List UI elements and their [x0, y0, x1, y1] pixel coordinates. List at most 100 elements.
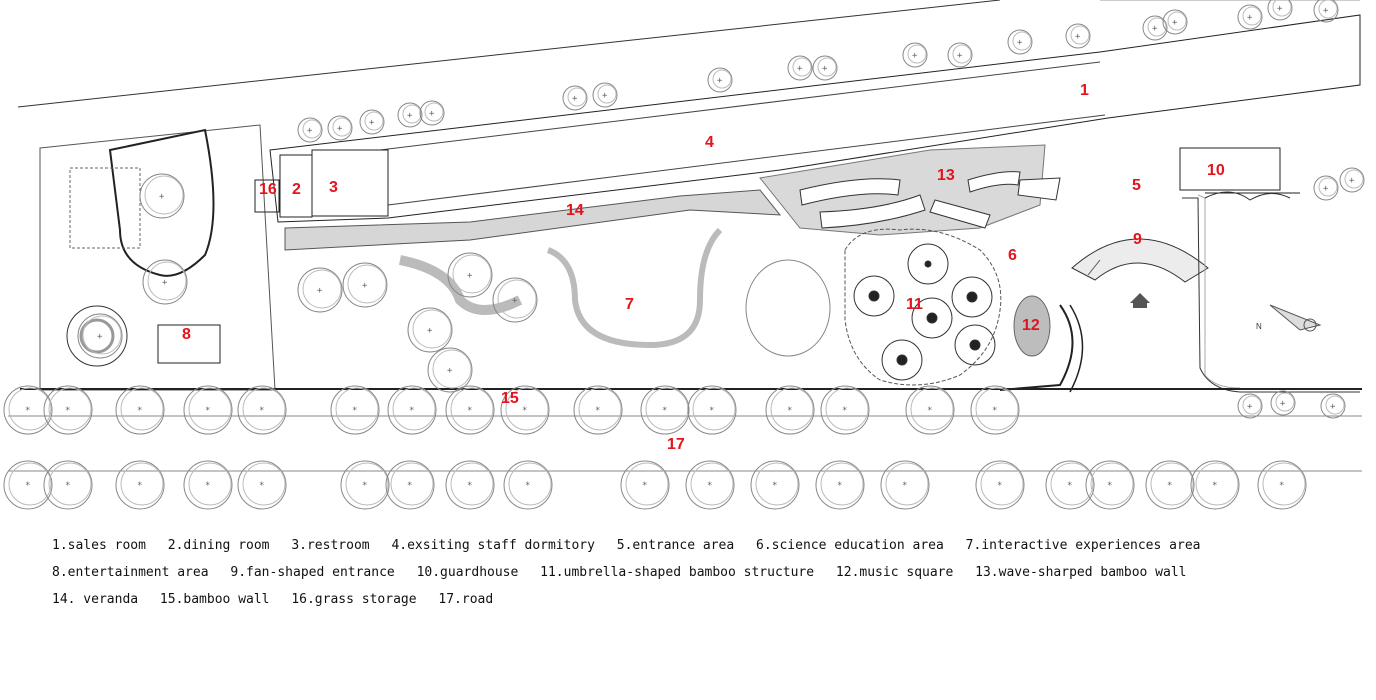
tree-mark: + [1349, 176, 1355, 186]
tree-canopy-inner [820, 462, 864, 506]
tree-canopy [1145, 460, 1195, 510]
tree-mark: * [787, 406, 792, 416]
tree-mark: * [65, 406, 70, 416]
tree-mark: * [65, 481, 70, 491]
tree-canopy [1190, 460, 1240, 510]
tree-mark: * [259, 406, 264, 416]
tree-canopy [562, 85, 588, 111]
tree-canopy [342, 262, 388, 308]
tree-canopy [1339, 167, 1365, 193]
tree-canopy-inner [690, 462, 734, 506]
tree-canopy-inner [82, 315, 122, 355]
tree-canopy-inner [1050, 462, 1094, 506]
tree-canopy-inner [505, 387, 549, 431]
label-6: 6 [1008, 247, 1017, 264]
tree-canopy [500, 385, 550, 435]
tree-mark: * [362, 481, 367, 491]
tree-canopy-inner [1147, 17, 1167, 37]
tree-mark: * [1167, 481, 1172, 491]
tree-canopy [330, 385, 380, 435]
tree-mark: + [717, 76, 723, 86]
tree-canopy-inner [332, 117, 352, 137]
tree-canopy [3, 385, 53, 435]
tree-canopy [1065, 23, 1091, 49]
tree-canopy-inner [1318, 177, 1338, 197]
tree-mark: * [1279, 481, 1284, 491]
tree-canopy [573, 385, 623, 435]
tree-mark: * [352, 406, 357, 416]
tree-canopy-inner [48, 462, 92, 506]
tree-canopy-inner [347, 264, 387, 304]
legend-item: 10.guardhouse [416, 565, 519, 580]
label-3: 3 [329, 179, 338, 196]
tree-canopy-inner [567, 87, 587, 107]
label-5: 5 [1132, 177, 1141, 194]
tree-canopy [947, 42, 973, 68]
tree-canopy-inner [1272, 0, 1292, 17]
legend-row-3: 14. veranda 15.bamboo wall 16.grass stor… [52, 592, 1352, 619]
tree-canopy [970, 385, 1020, 435]
tree-canopy-inner [450, 462, 494, 506]
tree-mark: * [709, 406, 714, 416]
legend-item: 13.wave-sharped bamboo wall [975, 565, 1187, 580]
tree-mark: * [842, 406, 847, 416]
tree-mark: * [837, 481, 842, 491]
tree-canopy-inner [452, 254, 492, 294]
tree-canopy-inner [1070, 25, 1090, 45]
tree-mark: + [1075, 32, 1081, 42]
tree-canopy-inner [450, 387, 494, 431]
tree-canopy-inner [8, 387, 52, 431]
tree-canopy [1270, 390, 1296, 416]
legend-item: 7.interactive experiences area [965, 538, 1201, 553]
tree-mark: + [307, 126, 313, 136]
tree-mark: + [957, 51, 963, 61]
umbrella-structures [844, 228, 1002, 386]
tree-canopy [1085, 460, 1135, 510]
label-15: 15 [501, 390, 519, 407]
tree-mark: + [1280, 399, 1286, 409]
tree-canopy-inner [390, 462, 434, 506]
tree-canopy [115, 460, 165, 510]
legend-row-2: 8.entertainment area 9.fan-shaped entran… [52, 565, 1352, 592]
tree-mark: + [429, 109, 435, 119]
tree-canopy-inner [188, 387, 232, 431]
legend-item: 8.entertainment area [52, 565, 209, 580]
tree-canopy-inner [120, 387, 164, 431]
tree-canopy-inner [1275, 392, 1295, 412]
tree-canopy [340, 460, 390, 510]
tree-canopy [297, 117, 323, 143]
tree-canopy [815, 460, 865, 510]
ring-playground [66, 305, 128, 367]
tree-canopy-inner [1167, 11, 1187, 31]
tree-canopy-inner [952, 44, 972, 64]
tree-canopy-inner [792, 57, 812, 77]
tree-canopy-inner [1242, 395, 1262, 415]
tree-canopy [1007, 29, 1033, 55]
tree-canopy [492, 277, 538, 323]
tree-canopy [183, 460, 233, 510]
tree-canopy [812, 55, 838, 81]
tree-mark: * [407, 481, 412, 491]
entry-road [1182, 197, 1360, 393]
label-4: 4 [705, 134, 714, 151]
tree-mark: + [1152, 24, 1158, 34]
tree-canopy [43, 460, 93, 510]
road-edge-upper [17, 0, 1001, 108]
tree-canopy [880, 460, 930, 510]
tree-canopy [3, 460, 53, 510]
tree-canopy [407, 307, 453, 353]
tree-canopy [385, 460, 435, 510]
tree-canopy-inner [120, 462, 164, 506]
tree-canopy [297, 267, 343, 313]
tree-canopy-inner [910, 387, 954, 431]
label-9: 9 [1133, 231, 1142, 248]
north-arrow [1269, 304, 1322, 332]
tree-mark: * [707, 481, 712, 491]
tree-mark: * [522, 406, 527, 416]
tree-canopy-inner [302, 119, 322, 139]
label-13: 13 [937, 167, 955, 184]
tree-mark: + [1323, 6, 1329, 16]
tree-canopy [1267, 0, 1293, 21]
tree-canopy [1237, 4, 1263, 30]
tree-mark: + [407, 111, 413, 121]
